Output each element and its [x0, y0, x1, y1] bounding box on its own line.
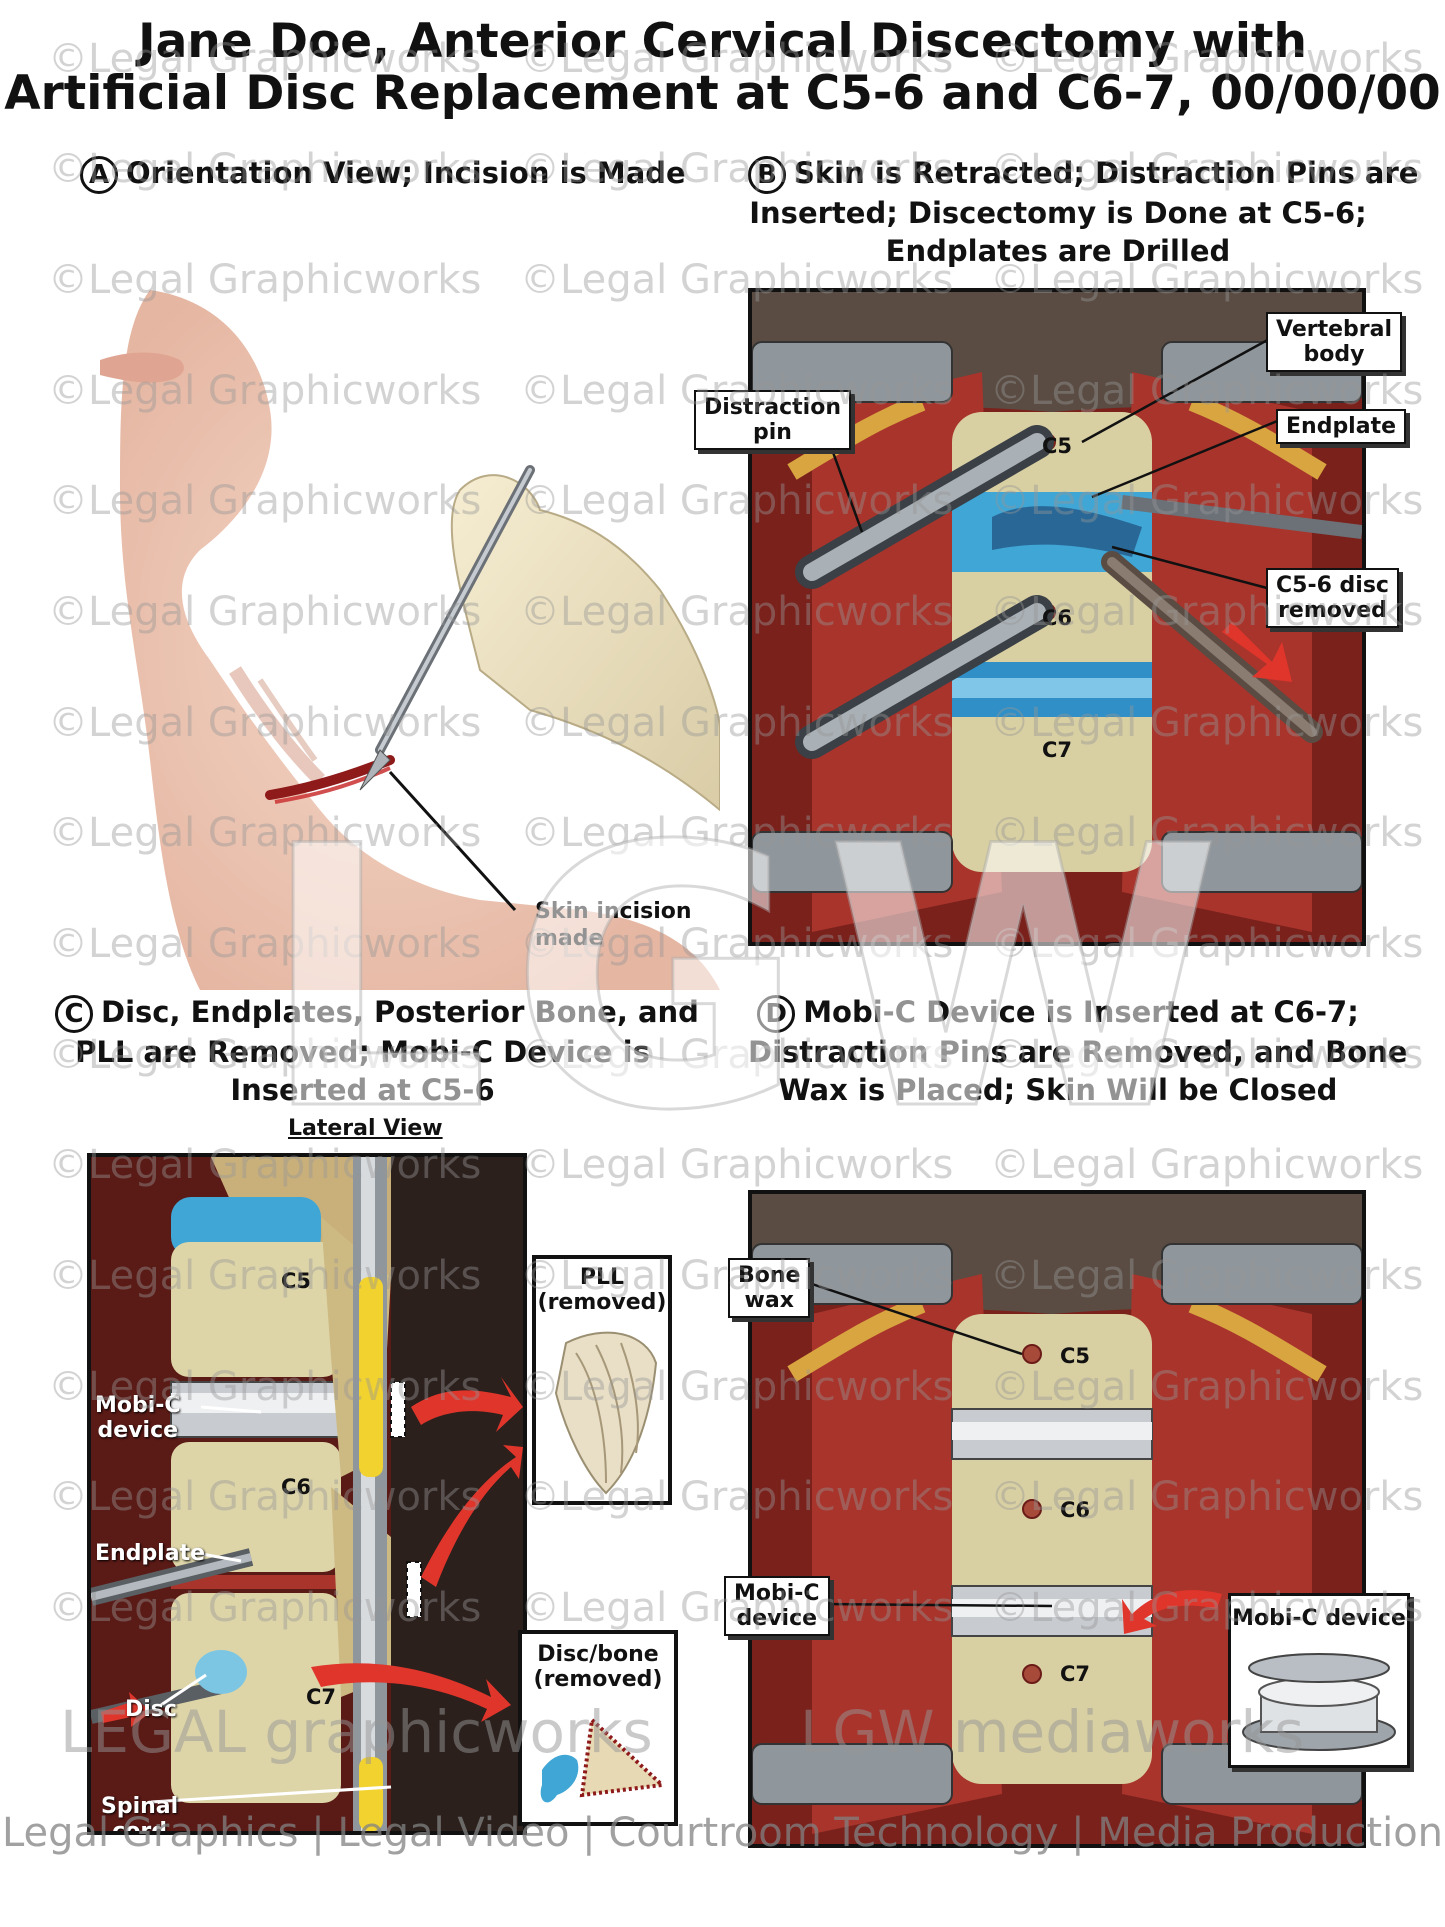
disc-bone-removed-inset: Disc/bone (removed) [518, 1630, 678, 1826]
distraction-pin-callout: Distraction pin [694, 390, 851, 450]
panel-c-heading-line-3: Inserted at C5-6 [230, 1073, 495, 1107]
panel-c-c6-label: C6 [281, 1475, 312, 1499]
panel-d-mobi-c-callout: Mobi-C device [724, 1576, 830, 1636]
mobi-c-device-inset: Mobi-C device [1228, 1593, 1410, 1768]
pll-removed-label: (removed) [537, 1290, 667, 1315]
disc-bone-removed-label: (removed) [533, 1667, 663, 1692]
panel-b-c6-label: C6 [1042, 606, 1073, 630]
mobi-c-device-inset-label: Mobi-C device [1232, 1606, 1406, 1631]
panel-b-heading-line-2: Inserted; Discectomy is Done at C5-6; [749, 196, 1367, 230]
disc-bone-label: Disc/bone [537, 1642, 659, 1667]
panel-a-letter: A [80, 156, 118, 194]
pll-tissue-graphic [554, 1331, 658, 1495]
panel-d-heading-line-2: Distraction Pins are Removed, and Bone [748, 1035, 1408, 1069]
panel-c-heading-line-2: PLL are Removed; Mobi-C Device is [75, 1035, 650, 1069]
panel-b-heading-line-3: Endplates are Drilled [885, 234, 1231, 268]
panel-a-illustration [100, 290, 720, 990]
endplate-callout-b: Endplate [1276, 409, 1407, 444]
skin-incision-label: Skin incision made [535, 899, 692, 951]
pll-removed-inset: PLL (removed) [532, 1255, 672, 1505]
page-title-line-2: Artificial Disc Replacement at C5-6 and … [4, 66, 1441, 121]
watermark: ©Legal Graphicworks [990, 1142, 1424, 1188]
panel-b-image: C5 C6 C7 [748, 288, 1366, 946]
panel-d-c6-label: C6 [1060, 1498, 1091, 1522]
watermark: ©Legal Graphicworks [520, 1142, 954, 1188]
panel-c-image: C5 C6 C7 Mobi-C device Endplate Disc Spi… [87, 1153, 527, 1835]
page-title-line-1: Jane Doe, Anterior Cervical Discectomy w… [138, 14, 1307, 69]
panel-b-scene [752, 292, 1362, 942]
panel-c-c5-label: C5 [281, 1269, 312, 1293]
panel-b-c5-label: C5 [1042, 434, 1073, 458]
panel-c-mobi-c-label: Mobi-C device [95, 1393, 181, 1443]
panel-c-spinal-cord-label: Spinal cord [101, 1794, 179, 1835]
disc-removed-callout: C5-6 disc removed [1266, 568, 1399, 628]
panel-b-letter: B [748, 156, 786, 194]
footer-tagline: Legal Graphics | Legal Video | Courtroom… [1, 1810, 1444, 1856]
panel-d-c7-label: C7 [1060, 1662, 1091, 1686]
panel-d-heading-line-3: Wax is Placed; Skin Will be Closed [778, 1073, 1338, 1107]
panel-d-letter: D [757, 995, 796, 1033]
panel-c-heading-line-1: Disc, Endplates, Posterior Bone, and [101, 995, 699, 1029]
disc-bone-graphic [540, 1715, 667, 1803]
mobi-c-device-graphic [1242, 1653, 1396, 1751]
pll-label: PLL [579, 1265, 625, 1290]
panel-c-c7-label: C7 [306, 1685, 337, 1709]
panel-c-disc-label: Disc [125, 1697, 177, 1722]
panel-c-letter: C [55, 995, 93, 1033]
panel-c-endplate-label: Endplate [95, 1541, 206, 1566]
panel-c-scene [91, 1157, 523, 1831]
lateral-view-label: Lateral View [288, 1116, 443, 1141]
panel-d-heading-line-1: Mobi-C Device is Inserted at C6-7; [803, 995, 1359, 1029]
vertebral-body-callout: Vertebral body [1266, 312, 1403, 372]
panel-b-heading-line-1: Skin is Retracted; Distraction Pins are [794, 156, 1419, 190]
panel-a-heading-line-1: Orientation View; Incision is Made [126, 156, 686, 190]
panel-b-c7-label: C7 [1042, 738, 1073, 762]
bone-wax-callout: Bone wax [728, 1258, 811, 1318]
panel-d-c5-label: C5 [1060, 1344, 1091, 1368]
